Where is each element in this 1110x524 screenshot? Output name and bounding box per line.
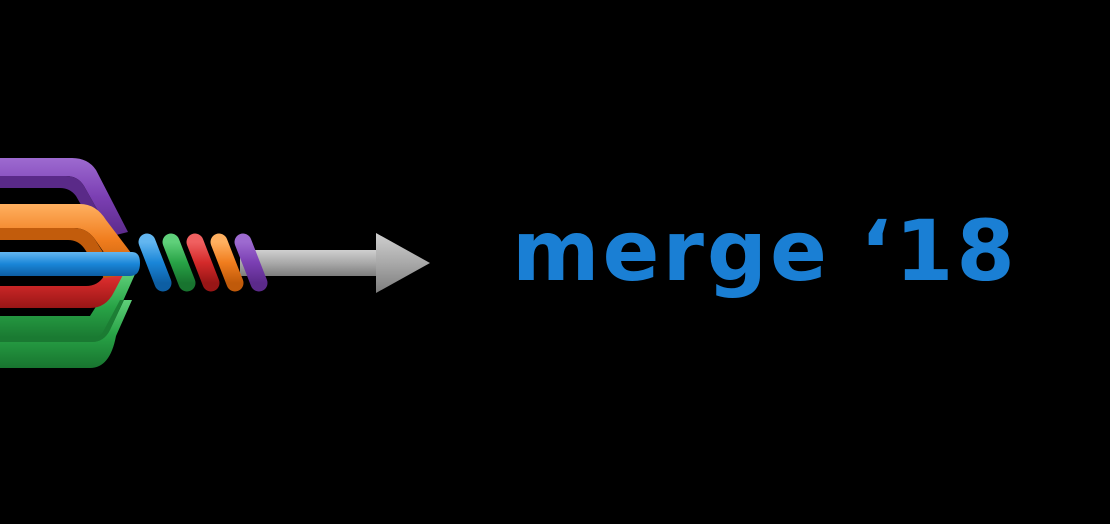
logo-word: merge (512, 202, 831, 300)
blue-strand (0, 252, 140, 276)
green-strand (0, 272, 136, 342)
twisted-coils (138, 233, 268, 292)
arrow-shaft (240, 233, 430, 293)
logo-year: ‘18 (860, 202, 1018, 300)
orange-strand (0, 204, 138, 276)
logo-wordmark: merge ‘18 (512, 196, 1018, 306)
purple-strand (0, 158, 128, 236)
merging-strands-arrow-icon (0, 158, 430, 368)
red-strand (0, 254, 134, 308)
